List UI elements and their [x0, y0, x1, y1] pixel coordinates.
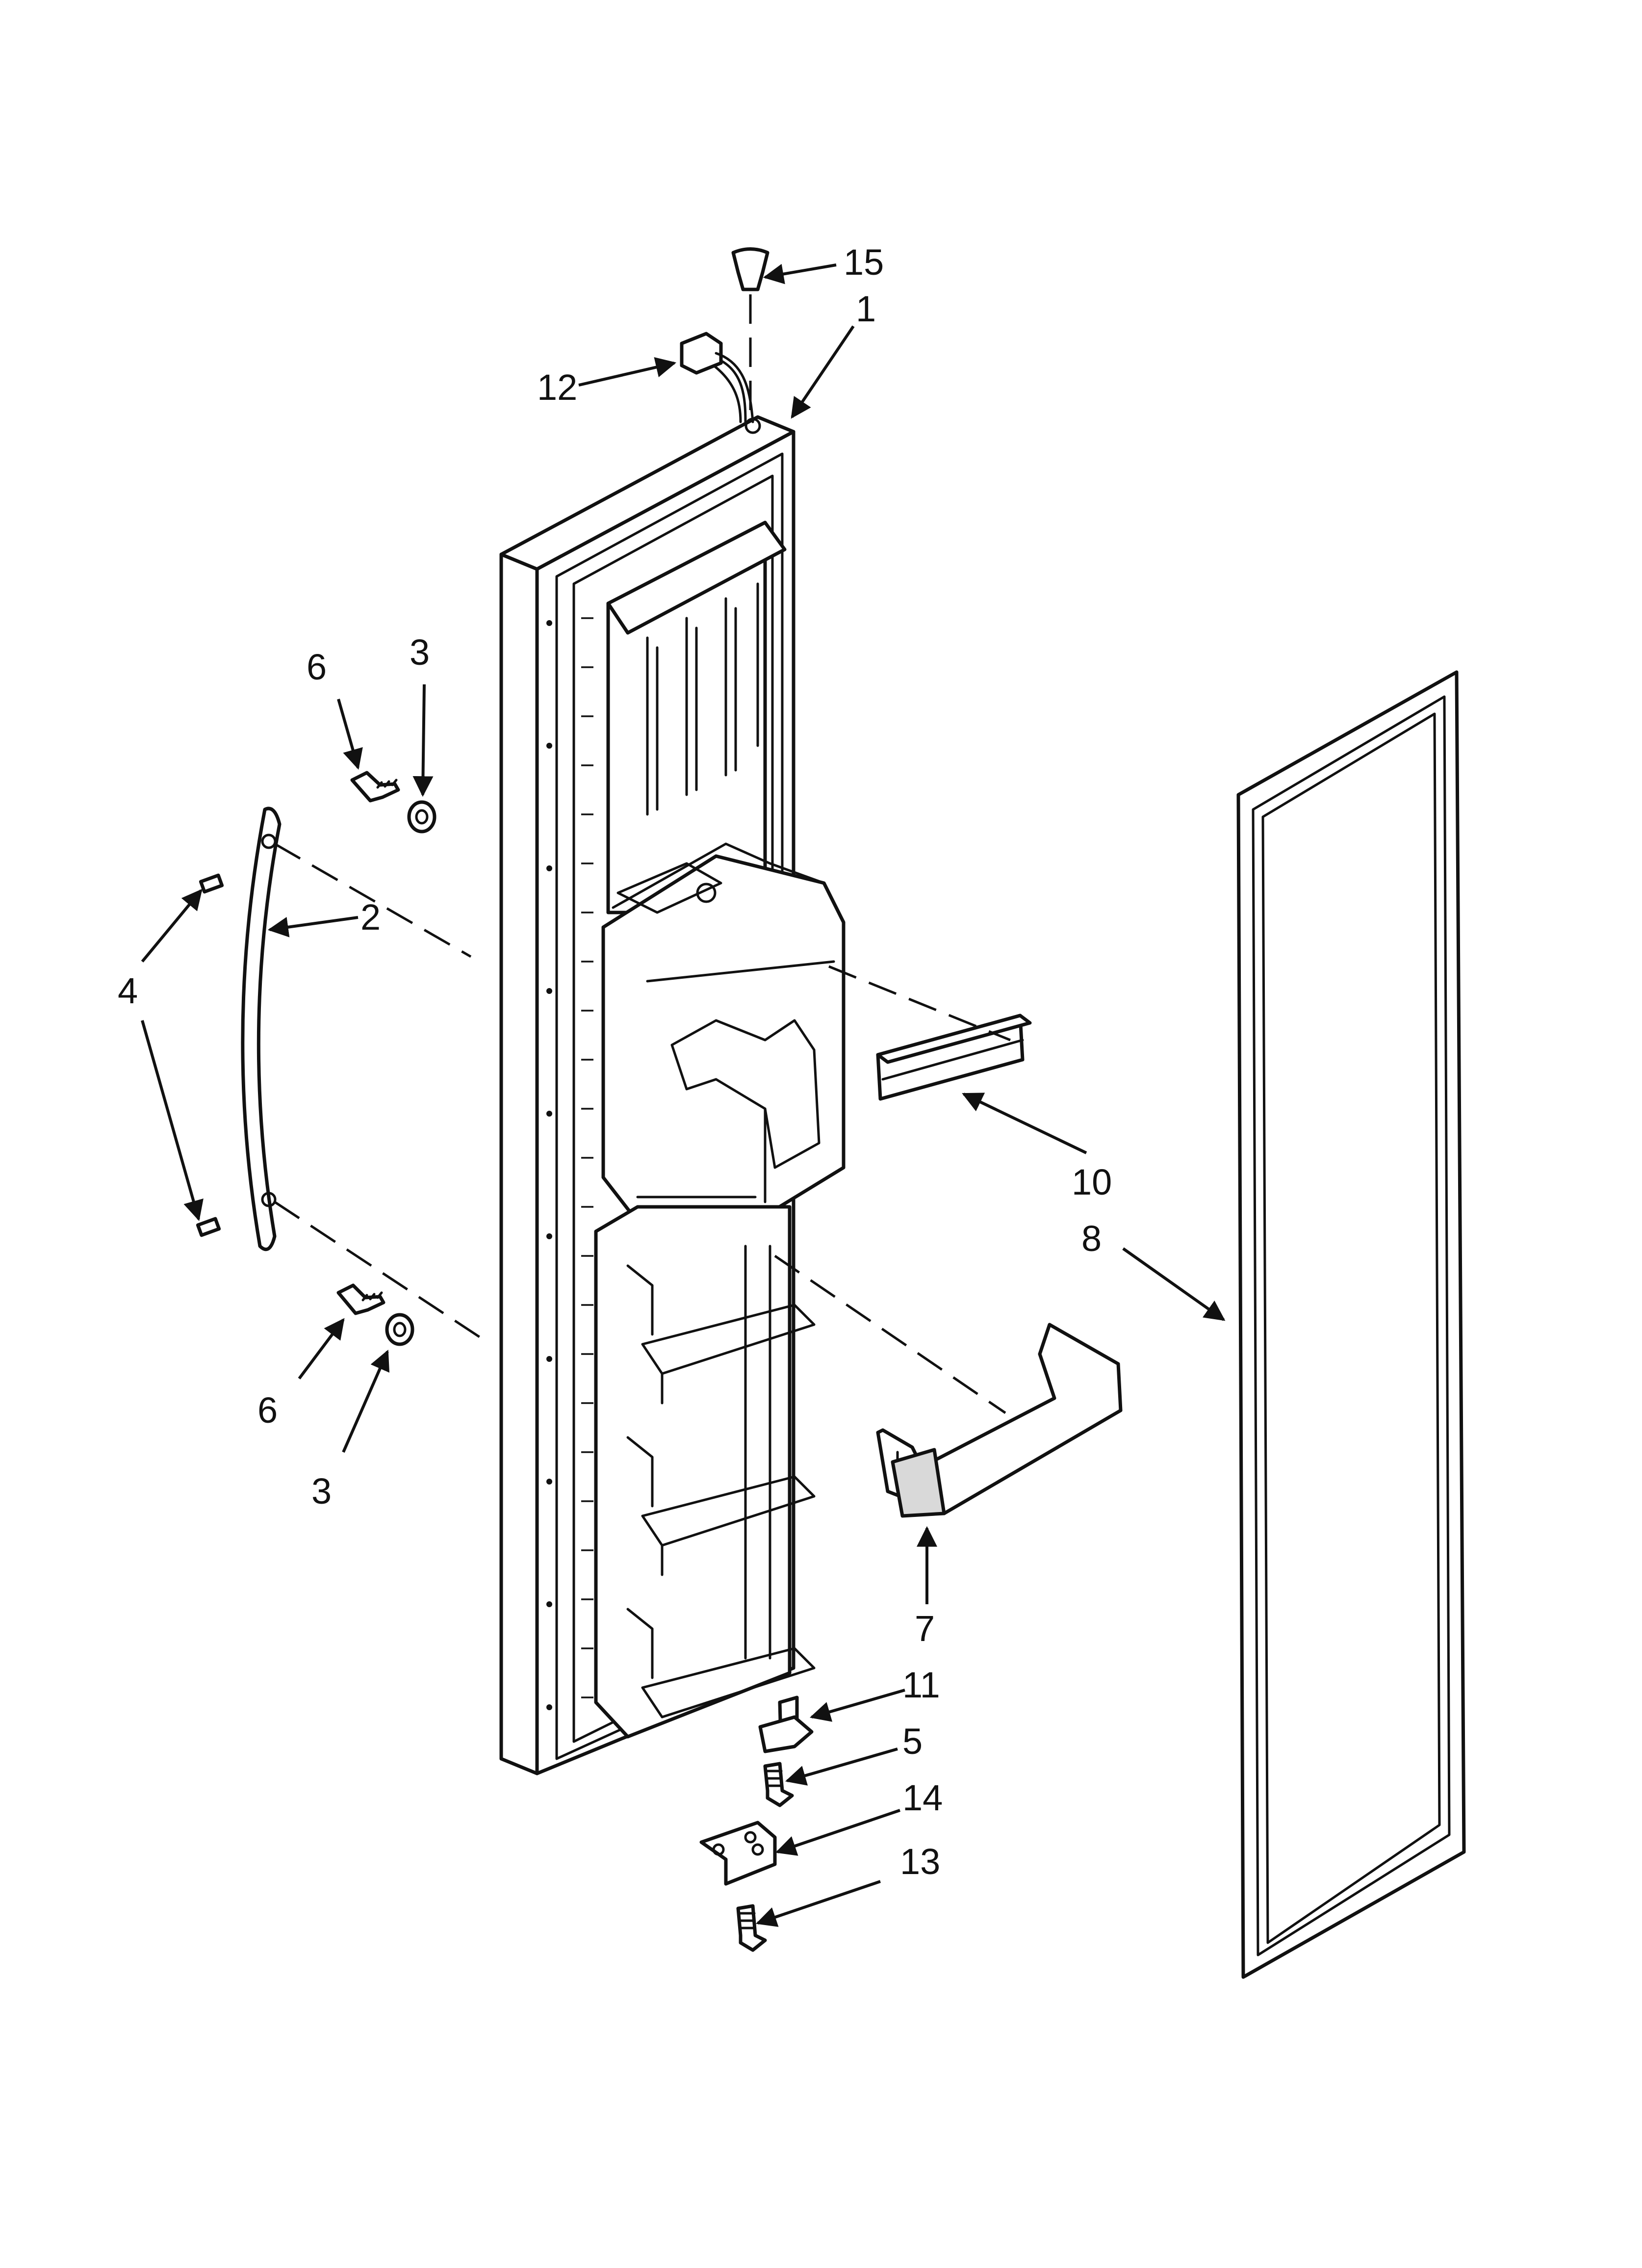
part-12-wire-harness	[680, 332, 761, 434]
part-10-trim	[828, 965, 1032, 1101]
part-6-screw-lower	[336, 1283, 385, 1315]
callout-3-lower: 3	[311, 1471, 332, 1512]
part-8-gasket	[1236, 670, 1466, 1979]
callout-11: 11	[902, 1665, 940, 1705]
callout-5: 5	[902, 1721, 923, 1762]
leader-lines	[141, 263, 1226, 1927]
callout-2: 2	[360, 897, 381, 938]
part-11-hinge-pin	[758, 1695, 814, 1753]
callout-7: 7	[915, 1608, 935, 1649]
callout-13: 13	[900, 1841, 940, 1882]
part-3-spacer-lower	[385, 1313, 414, 1346]
callout-6-lower: 6	[257, 1390, 278, 1431]
door-edge-holes	[546, 620, 552, 1710]
callout-14: 14	[902, 1777, 943, 1818]
part-7-bin	[774, 1254, 1123, 1518]
part-3-spacer-upper	[407, 800, 436, 834]
callout-10: 10	[1072, 1162, 1112, 1202]
callout-3-upper: 3	[410, 632, 430, 673]
part-2-handle	[241, 807, 484, 1341]
callout-8: 8	[1081, 1218, 1102, 1259]
part-4-set-screws	[196, 873, 224, 1237]
part-13-screw	[736, 1904, 767, 1952]
part-6-screw-upper	[350, 771, 400, 803]
part-15-plug	[731, 247, 770, 412]
callout-12: 12	[537, 367, 577, 408]
callout-1: 1	[856, 288, 876, 329]
callout-6-upper: 6	[307, 647, 327, 687]
callout-4: 4	[118, 970, 138, 1011]
part-5-screw	[763, 1762, 794, 1807]
callout-15: 15	[844, 242, 884, 283]
door-assembly	[499, 415, 846, 1775]
callout-labels: 15 1 12 6 3 2 4 10 8 6 3 7 11 5 14 13	[118, 242, 1112, 1882]
part-14-hinge	[699, 1821, 777, 1886]
